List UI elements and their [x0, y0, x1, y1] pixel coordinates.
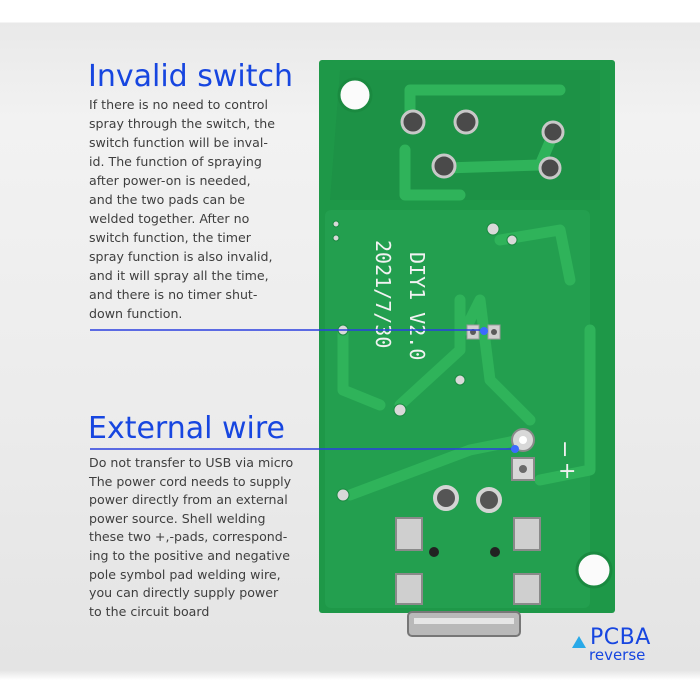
description-line: pole symbol pad welding wire, [89, 566, 281, 582]
switch-pads [466, 324, 501, 340]
description-line: you can directly supply power [89, 585, 279, 601]
minus-symbol: − [552, 440, 577, 458]
description-line: id. The function of spraying [89, 154, 262, 169]
invalid-switch-heading: Invalid switch [88, 59, 294, 94]
badge-subtitle: reverse [589, 646, 646, 664]
description-line: switch function will be inval- [89, 135, 268, 150]
callout-lines [90, 327, 519, 453]
through-hole-pads [433, 485, 502, 513]
external-wire-heading: External wire [88, 411, 286, 446]
vias [332, 220, 518, 502]
description-line: to the circuit board [89, 603, 210, 619]
description-line: power directly from an external [89, 492, 288, 508]
description-line: ing to the positive and negative [89, 547, 290, 563]
usb-connector [407, 611, 521, 637]
description-line: spray function is also invalid, [89, 249, 273, 264]
external-wire-description: Do not transfer to USB via micro The pow… [89, 454, 324, 621]
description-line: and there is no timer shut- [89, 287, 258, 302]
description-line: spray through the switch, the [89, 116, 275, 131]
plus-symbol: + [558, 459, 576, 484]
silkscreen-version: DIY1 V2.0 [405, 252, 429, 360]
description-line: and it will spray all the time, [89, 268, 269, 283]
relay-pads [400, 109, 565, 180]
description-line: these two +,-pads, correspond- [89, 529, 288, 545]
description-line: The power cord needs to supply [89, 473, 292, 489]
usb-pads [395, 517, 541, 605]
description-line: switch function, the timer [89, 230, 251, 245]
description-line: power source. Shell welding [89, 510, 266, 526]
description-line: welded together. After no [89, 211, 250, 226]
description-line: down function. [89, 306, 183, 321]
description-line: and the two pads can be [89, 192, 245, 207]
pcb-ground-pour [325, 210, 590, 608]
mounting-hole-bottom [575, 551, 613, 589]
usb-holes [429, 547, 500, 557]
mounting-hole-top [337, 77, 373, 113]
silkscreen-date: 2021/7/30 [371, 240, 395, 348]
badge-title: PCBA [590, 625, 651, 650]
triangle-icon [572, 636, 586, 648]
description-line: If there is no need to control [89, 97, 268, 112]
power-pads: − + [511, 428, 577, 484]
description-line: Do not transfer to USB via micro [89, 455, 294, 470]
invalid-switch-description: If there is no need to control spray thr… [89, 95, 324, 323]
description-line: after power-on is needed, [89, 173, 251, 188]
